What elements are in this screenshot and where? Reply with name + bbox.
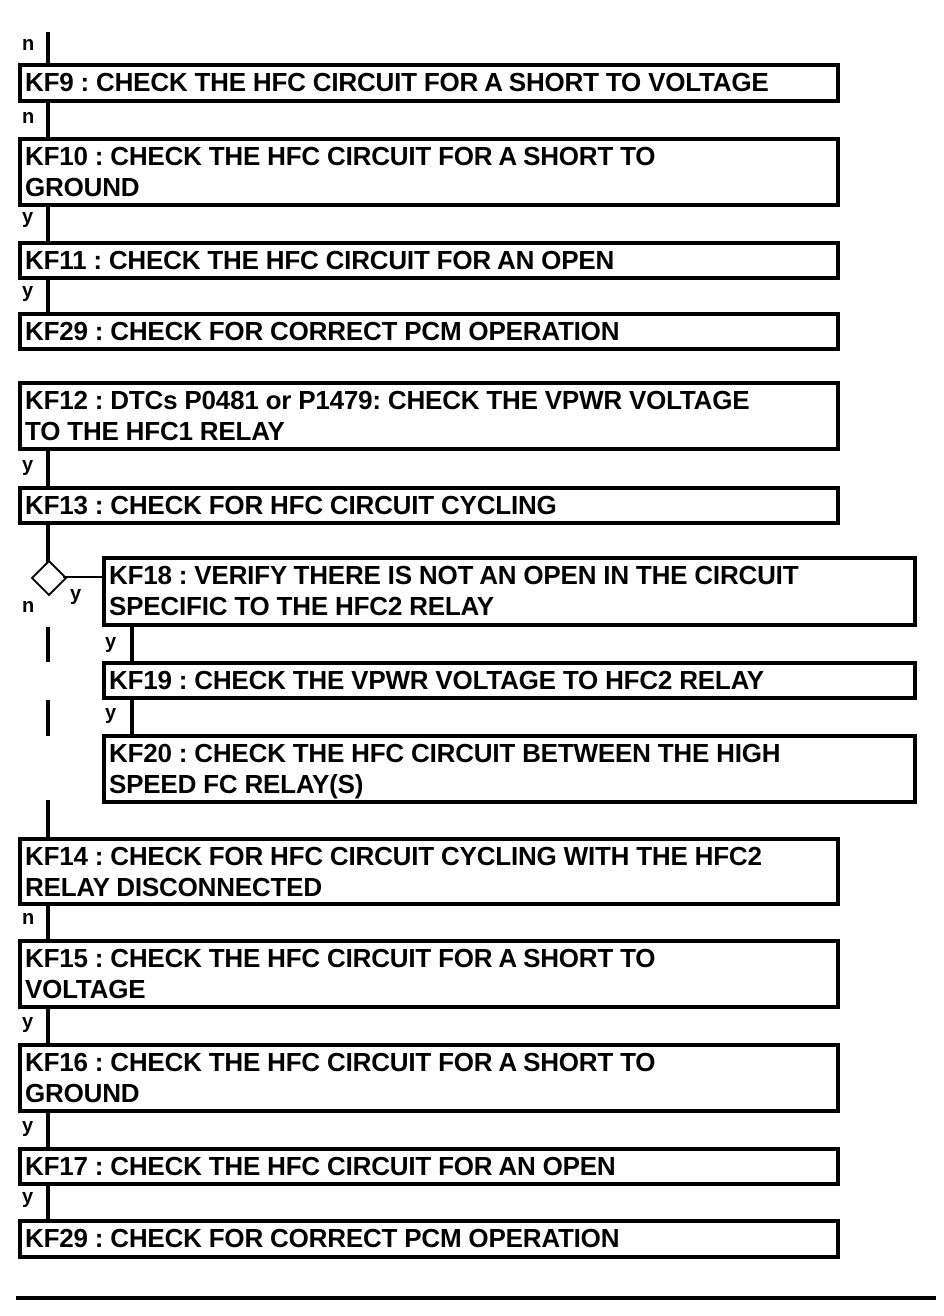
step-kf16: KF16 : CHECK THE HFC CIRCUIT FOR A SHORT… (18, 1043, 840, 1113)
branch-label-yes: y (70, 583, 82, 605)
connector-no-dash-2 (46, 700, 50, 736)
connector-kf14-kf15 (46, 906, 50, 941)
connector-kf12-kf13 (46, 451, 50, 487)
connector-kf16-kf17 (46, 1113, 50, 1149)
branch-label-yes: y (22, 1011, 34, 1033)
step-kf15: KF15 : CHECK THE HFC CIRCUIT FOR A SHORT… (18, 939, 840, 1009)
step-kf12: KF12 : DTCs P0481 or P1479: CHECK THE VP… (18, 381, 840, 451)
step-kf20: KF20 : CHECK THE HFC CIRCUIT BETWEEN THE… (102, 734, 917, 804)
connector-decision-kf18 (63, 576, 103, 578)
branch-label-yes: y (22, 1186, 34, 1208)
step-kf29-second: KF29 : CHECK FOR CORRECT PCM OPERATION (18, 1219, 840, 1259)
step-kf13: KF13 : CHECK FOR HFC CIRCUIT CYCLING (18, 486, 840, 525)
connector-kf18-kf19 (130, 627, 134, 663)
step-kf11: KF11 : CHECK THE HFC CIRCUIT FOR AN OPEN (18, 241, 840, 280)
branch-label-no: n (22, 907, 35, 929)
page-bottom-rule (16, 1296, 936, 1300)
branch-label-yes: y (105, 702, 117, 724)
connector-kf19-kf20 (130, 700, 134, 736)
decision-diamond (30, 559, 68, 597)
connector-kf17-kf29 (46, 1186, 50, 1221)
branch-label-yes: y (22, 1115, 34, 1137)
step-kf14: KF14 : CHECK FOR HFC CIRCUIT CYCLING WIT… (18, 837, 840, 906)
branch-label-no: n (22, 595, 35, 617)
branch-label-no: n (22, 33, 35, 55)
step-kf9: KF9 : CHECK THE HFC CIRCUIT FOR A SHORT … (18, 63, 840, 103)
step-kf10: KF10 : CHECK THE HFC CIRCUIT FOR A SHORT… (18, 137, 840, 207)
connector-kf9-kf10 (46, 103, 50, 139)
step-kf19: KF19 : CHECK THE VPWR VOLTAGE TO HFC2 RE… (102, 661, 917, 700)
branch-label-yes: y (22, 454, 34, 476)
connector-no-dash-3 (46, 800, 50, 840)
connector-kf11-kf29 (46, 280, 50, 314)
step-kf29-first: KF29 : CHECK FOR CORRECT PCM OPERATION (18, 312, 840, 351)
connector-kf13-decision (46, 525, 50, 565)
branch-label-yes: y (22, 280, 34, 302)
branch-label-yes: y (22, 206, 34, 228)
connector-no-dash-1 (46, 627, 50, 662)
connector-kf10-kf11 (46, 207, 50, 243)
connector-kf15-kf16 (46, 1009, 50, 1045)
branch-label-yes: y (105, 631, 117, 653)
step-kf18: KF18 : VERIFY THERE IS NOT AN OPEN IN TH… (102, 556, 917, 627)
branch-label-no: n (22, 106, 35, 128)
step-kf17: KF17 : CHECK THE HFC CIRCUIT FOR AN OPEN (18, 1147, 840, 1186)
connector-top (46, 32, 50, 66)
